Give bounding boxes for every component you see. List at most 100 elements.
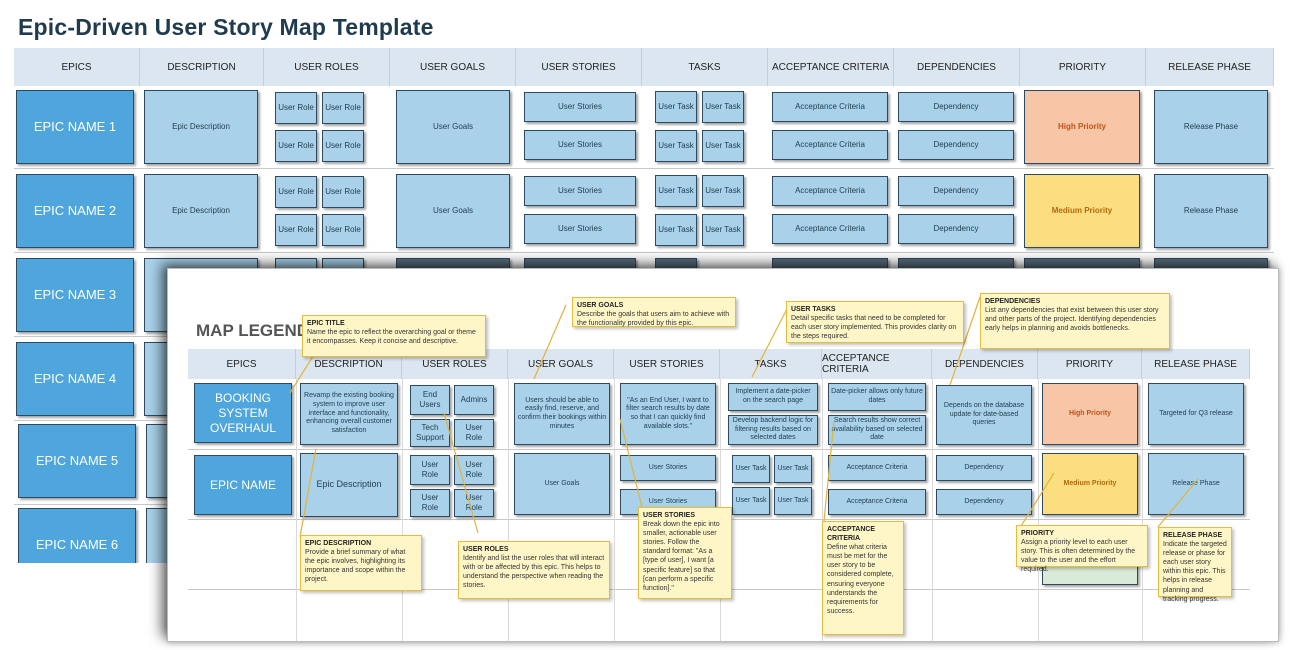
dependency-box[interactable]: Dependency (898, 214, 1014, 244)
legend-task-box[interactable]: User Task (774, 455, 812, 483)
legend-user-stories-box[interactable]: "As an End User, I want to filter search… (620, 383, 716, 445)
user-goals-box[interactable]: User Goals (396, 174, 510, 248)
legend-task-box[interactable]: User Task (774, 487, 812, 515)
user-role-box[interactable]: User Role (322, 92, 364, 124)
legend-acceptance-criteria-box[interactable]: Acceptance Criteria (828, 489, 926, 515)
legend-release-phase-box[interactable]: Targeted for Q3 release (1148, 383, 1244, 445)
epic-box[interactable]: EPIC NAME 2 (16, 174, 134, 248)
note-release-phase: RELEASE PHASE Indicate the targeted rele… (1158, 527, 1232, 603)
acceptance-criteria-box[interactable]: Acceptance Criteria (772, 130, 888, 160)
epic-description-box[interactable]: Epic Description (144, 90, 258, 164)
release-phase-box[interactable]: Release Phase (1154, 174, 1268, 248)
acceptance-criteria-box[interactable]: Acceptance Criteria (772, 92, 888, 122)
legend-user-goals-box[interactable]: Users should be able to easily find, res… (514, 383, 610, 445)
legend-description-box[interactable]: Epic Description (300, 453, 398, 517)
header-user-stories: USER STORIES (516, 48, 642, 86)
legend-user-role-box[interactable]: End Users (410, 385, 450, 415)
legend-priority-box[interactable]: High Priority (1042, 383, 1138, 445)
legend-dependency-box[interactable]: Dependency (936, 455, 1032, 481)
map-legend-sheet: MAP LEGEND EPICS DESCRIPTION USER ROLES … (167, 268, 1279, 642)
epic-box[interactable]: EPIC NAME 4 (16, 342, 134, 416)
priority-box[interactable]: High Priority (1024, 90, 1140, 164)
legend-description-box[interactable]: Revamp the existing booking system to im… (300, 383, 398, 445)
header-user-roles: USER ROLES (264, 48, 390, 86)
user-task-box[interactable]: User Task (702, 214, 744, 246)
legend-dependency-box[interactable]: Dependency (936, 489, 1032, 515)
legend-user-role-box[interactable]: User Role (410, 489, 450, 517)
epic-box[interactable]: EPIC NAME 1 (16, 90, 134, 164)
col-divider (402, 379, 403, 641)
row-divider (188, 449, 1250, 450)
legend-header-user-stories: USER STORIES (614, 349, 720, 379)
note-user-tasks: USER TASKS Detail specific tasks that ne… (786, 301, 964, 343)
user-stories-box[interactable]: User Stories (524, 176, 636, 206)
col-divider (1142, 379, 1143, 641)
user-goals-box[interactable]: User Goals (396, 90, 510, 164)
legend-header-acceptance-criteria: ACCEPTANCE CRITERIA (822, 349, 932, 379)
user-task-box[interactable]: User Task (655, 175, 697, 207)
dependency-box[interactable]: Dependency (898, 130, 1014, 160)
header-user-goals: USER GOALS (390, 48, 516, 86)
legend-user-role-box[interactable]: User Role (454, 419, 494, 447)
dependency-box[interactable]: Dependency (898, 176, 1014, 206)
legend-user-role-box[interactable]: Tech Support (410, 419, 450, 447)
row-divider (14, 252, 1274, 253)
legend-dependency-box[interactable]: Depends on the database update for date-… (936, 385, 1032, 445)
acceptance-criteria-box[interactable]: Acceptance Criteria (772, 214, 888, 244)
legend-epic-box[interactable]: EPIC NAME (194, 455, 292, 515)
note-text: Name the epic to reflect the overarching… (307, 329, 476, 346)
note-dependencies: DEPENDENCIES List any dependencies that … (980, 293, 1170, 349)
legend-epic-box[interactable]: BOOKING SYSTEM OVERHAUL (194, 383, 292, 443)
user-task-box[interactable]: User Task (702, 175, 744, 207)
epic-box[interactable]: EPIC NAME 3 (16, 258, 134, 332)
legend-user-role-box[interactable]: User Role (410, 455, 450, 485)
user-task-box[interactable]: User Task (702, 130, 744, 162)
user-stories-box[interactable]: User Stories (524, 214, 636, 244)
legend-header-priority: PRIORITY (1038, 349, 1142, 379)
user-stories-box[interactable]: User Stories (524, 130, 636, 160)
legend-user-role-box[interactable]: Admins (454, 385, 494, 415)
user-role-box[interactable]: User Role (275, 92, 317, 124)
legend-user-role-box[interactable]: User Role (454, 489, 494, 517)
legend-user-role-box[interactable]: User Role (454, 455, 494, 485)
legend-task-box[interactable]: Implement a date-picker on the search pa… (728, 383, 818, 411)
user-role-box[interactable]: User Role (275, 130, 317, 162)
epic-description-box[interactable]: Epic Description (144, 174, 258, 248)
user-role-box[interactable]: User Role (275, 176, 317, 208)
legend-acceptance-criteria-box[interactable]: Acceptance Criteria (828, 455, 926, 481)
note-epic-title: EPIC TITLE Name the epic to reflect the … (302, 315, 486, 357)
legend-header-epics: EPICS (188, 349, 296, 379)
user-stories-box[interactable]: User Stories (524, 92, 636, 122)
note-text: Indicate the targeted release or phase f… (1163, 541, 1227, 603)
user-role-box[interactable]: User Role (275, 214, 317, 246)
legend-priority-box[interactable]: Medium Priority (1042, 453, 1138, 515)
legend-header-dependencies: DEPENDENCIES (932, 349, 1038, 379)
legend-task-box[interactable]: Develop backend logic for filtering resu… (728, 415, 818, 445)
note-priority: PRIORITY Assign a priority level to each… (1016, 525, 1148, 573)
user-task-box[interactable]: User Task (655, 130, 697, 162)
user-task-box[interactable]: User Task (655, 91, 697, 123)
header-acceptance-criteria: ACCEPTANCE CRITERIA (768, 48, 894, 86)
user-role-box[interactable]: User Role (322, 130, 364, 162)
user-role-box[interactable]: User Role (322, 176, 364, 208)
note-heading: ACCEPTANCE CRITERIA (827, 526, 876, 543)
user-role-box[interactable]: User Role (322, 214, 364, 246)
legend-acceptance-criteria-box[interactable]: Search results show correct availability… (828, 415, 926, 445)
release-phase-box[interactable]: Release Phase (1154, 90, 1268, 164)
user-task-box[interactable]: User Task (655, 214, 697, 246)
epic-box[interactable]: EPIC NAME 5 (18, 424, 136, 498)
user-task-box[interactable]: User Task (702, 91, 744, 123)
legend-task-box[interactable]: User Task (732, 455, 770, 483)
dependency-box[interactable]: Dependency (898, 92, 1014, 122)
legend-user-stories-box[interactable]: User Stories (620, 455, 716, 481)
legend-acceptance-criteria-box[interactable]: Date-picker allows only future dates (828, 383, 926, 411)
priority-box[interactable]: Medium Priority (1024, 174, 1140, 248)
acceptance-criteria-box[interactable]: Acceptance Criteria (772, 176, 888, 206)
note-user-stories: USER STORIES Break down the epic into sm… (638, 507, 732, 599)
legend-user-goals-box[interactable]: User Goals (514, 453, 610, 515)
legend-release-phase-box[interactable]: Release Phase (1148, 453, 1244, 515)
note-text: Describe the goals that users aim to ach… (577, 311, 730, 328)
legend-task-box[interactable]: User Task (732, 487, 770, 515)
note-user-goals: USER GOALS Describe the goals that users… (572, 297, 736, 327)
epic-box[interactable]: EPIC NAME 6 (18, 508, 136, 563)
